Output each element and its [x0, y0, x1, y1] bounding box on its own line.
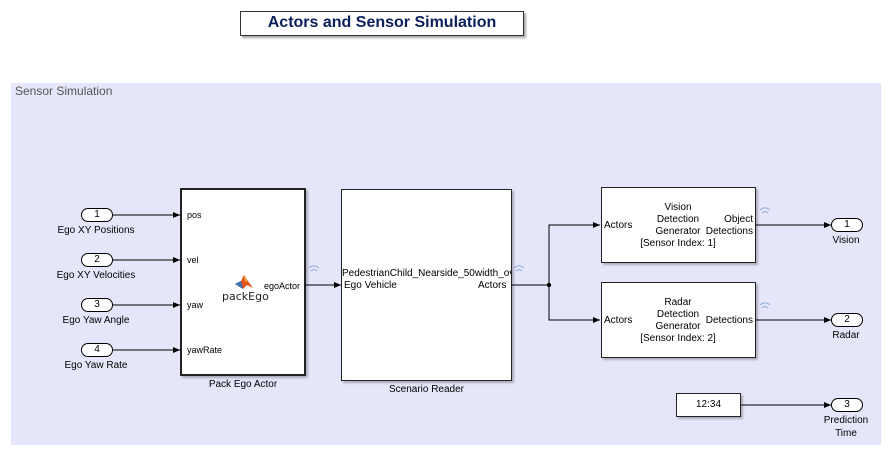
inport-4[interactable]: 4: [81, 343, 113, 357]
scenario-name: PedestrianChild_Nearside_50width_ov: [342, 268, 511, 279]
pack-ego-input-yawrate: yawRate: [187, 345, 223, 355]
radar-line-2: Detection: [656, 309, 700, 320]
branch-point: [546, 282, 552, 288]
scenario-reader-caption: Scenario Reader: [388, 384, 465, 395]
matlab-function-icon: [235, 275, 253, 289]
inport-3[interactable]: 3: [81, 298, 113, 312]
scenario-reader-block[interactable]: [341, 189, 512, 381]
scenario-input-ego: Ego Vehicle: [344, 280, 397, 291]
pack-ego-input-yaw: yaw: [187, 300, 204, 310]
outport-2-label: Radar: [832, 330, 860, 341]
radar-line-1: Radar: [664, 297, 692, 308]
vision-detection-generator-block[interactable]: [601, 187, 756, 263]
radar-line-3: Generator: [655, 321, 701, 332]
radar-detection-generator-block[interactable]: [601, 282, 756, 358]
pack-ego-function-name: packEgo: [222, 290, 269, 303]
inport-1[interactable]: 1: [81, 208, 113, 222]
vision-input-actors: Actors: [604, 220, 633, 231]
vision-line-3: Generator: [655, 226, 701, 237]
outport-3[interactable]: 3: [831, 398, 863, 412]
vision-line-2: Detection: [656, 214, 700, 225]
clock-value: 12:34: [695, 399, 722, 410]
outport-1[interactable]: 1: [831, 218, 863, 232]
inport-1-label: Ego XY Positions: [57, 225, 135, 236]
outport-3-label-line-1: Prediction: [823, 415, 869, 426]
pack-ego-output: egoActor: [264, 281, 301, 291]
radar-output-detections: Detections: [705, 315, 753, 326]
pack-ego-input-pos: pos: [187, 210, 202, 220]
pack-ego-caption: Pack Ego Actor: [208, 379, 278, 390]
clock-block[interactable]: [676, 393, 741, 417]
area-label: Sensor Simulation: [15, 84, 113, 98]
radar-line-4: [Sensor Index: 2]: [640, 333, 716, 344]
vision-line-4: [Sensor Index: 1]: [640, 238, 716, 249]
inport-2[interactable]: 2: [81, 253, 113, 267]
outport-2[interactable]: 2: [831, 313, 863, 327]
vision-line-1: Vision: [664, 202, 692, 213]
signal-line: [548, 285, 600, 323]
outport-3-label-line-2: Time: [835, 428, 857, 439]
signal-line: [548, 222, 600, 285]
pack-ego-input-vel: vel: [187, 255, 199, 265]
outport-1-label: Vision: [832, 235, 860, 246]
radar-input-actors: Actors: [604, 315, 633, 326]
scenario-output-actors: Actors: [478, 280, 507, 291]
inport-2-label: Ego XY Velocities: [56, 270, 136, 281]
model-title: Actors and Sensor Simulation: [240, 11, 524, 36]
inport-4-label: Ego Yaw Rate: [64, 360, 128, 371]
vision-output-line-1: Object: [724, 214, 753, 225]
vision-output-line-2: Detections: [705, 226, 753, 237]
inport-3-label: Ego Yaw Angle: [62, 315, 130, 326]
signal-logging-icon: [308, 207, 771, 309]
